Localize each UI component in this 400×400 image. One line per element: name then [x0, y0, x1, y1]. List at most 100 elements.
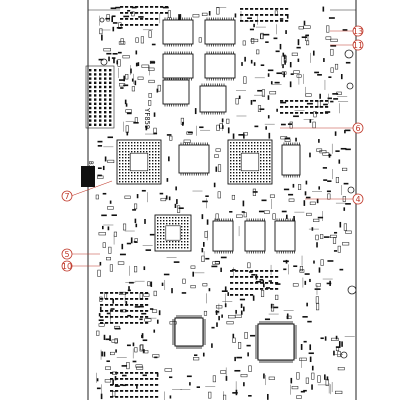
smd-part [270, 276, 274, 278]
smd-part [150, 384, 154, 386]
smd-part [266, 393, 269, 400]
smd-part [150, 6, 154, 8]
smd-part [235, 389, 238, 396]
smd-part [125, 396, 129, 398]
smd-part [130, 396, 134, 398]
smd-part [314, 288, 321, 290]
connector-pin [89, 90, 92, 93]
smd-part [168, 196, 171, 201]
smd-part [311, 384, 313, 390]
smd-part [234, 13, 237, 18]
connector-pin [109, 90, 112, 93]
smd-part [155, 6, 159, 8]
smd-part [315, 234, 319, 241]
smd-part [112, 52, 118, 55]
smd-part [148, 30, 152, 38]
smd-part [106, 14, 110, 22]
smd-part [130, 372, 134, 374]
smd-part [100, 292, 104, 294]
connector-pin [109, 98, 112, 101]
smd-part [296, 46, 301, 49]
smd-part [142, 350, 149, 354]
smd-part [115, 349, 117, 353]
smd-part [255, 276, 259, 278]
smd-part [320, 112, 324, 114]
smd-part [142, 374, 147, 377]
smd-part [235, 288, 239, 290]
smd-part [139, 318, 143, 321]
callout-6: 6 [280, 122, 364, 134]
callout-4: 4 [305, 193, 364, 205]
smd-part [330, 67, 334, 73]
smd-part [263, 33, 270, 36]
connector-pin [89, 111, 92, 114]
smd-part [240, 294, 244, 296]
smd-part [147, 281, 151, 287]
smd-part [260, 276, 264, 278]
smd-part [155, 372, 159, 374]
connector-pin [109, 77, 112, 80]
smd-part [157, 84, 161, 92]
smd-part [293, 265, 298, 268]
smd-part [300, 100, 304, 102]
smd-part [235, 282, 239, 284]
smd-part [280, 112, 284, 114]
smd-part [179, 14, 181, 19]
smd-part [110, 310, 114, 312]
smd-part [145, 322, 149, 324]
smd-part [97, 174, 102, 177]
smd-part [275, 8, 279, 10]
connector-pin [104, 102, 107, 105]
smd-part [235, 270, 239, 272]
smd-part [270, 270, 274, 272]
smd-part [153, 112, 156, 117]
smd-part [167, 10, 171, 18]
smd-part [127, 289, 131, 292]
connector-pin [94, 90, 97, 93]
smd-part [138, 305, 144, 308]
smd-part [97, 145, 103, 147]
smd-part [285, 100, 289, 102]
smd-part [115, 304, 119, 306]
smd-part [247, 262, 251, 269]
smd-part [284, 60, 286, 65]
smd-part [125, 322, 129, 324]
smd-part [324, 336, 327, 341]
smd-part [140, 12, 144, 14]
smd-part [263, 210, 270, 214]
smd-part [247, 17, 252, 20]
smd-part [120, 6, 124, 8]
smd-part [269, 91, 277, 95]
smd-part [125, 6, 129, 8]
smd-part [317, 100, 321, 108]
smd-part [126, 242, 131, 245]
smd-part [275, 14, 279, 16]
smd-part [334, 131, 337, 136]
smd-part [120, 316, 124, 318]
smd-part [241, 62, 243, 66]
smd-part [339, 221, 342, 228]
smd-part [305, 180, 308, 185]
smd-part [342, 167, 348, 171]
smd-part [263, 373, 265, 379]
smd-part [155, 396, 159, 398]
smd-part [192, 14, 200, 18]
smd-part [115, 378, 119, 380]
smd-part [151, 309, 158, 313]
smd-part [100, 322, 104, 324]
smd-part [104, 379, 112, 383]
smd-part [216, 322, 218, 327]
smd-part [199, 126, 204, 129]
smd-part [130, 12, 134, 14]
smd-part [103, 334, 106, 340]
smd-part [120, 384, 124, 386]
smd-part [251, 38, 255, 44]
smd-part [320, 259, 324, 266]
smd-part [203, 310, 208, 316]
smd-part [221, 314, 223, 318]
connector-pin [89, 98, 92, 101]
smd-part [250, 38, 259, 43]
smd-part [100, 310, 104, 312]
smd-part [119, 79, 125, 81]
connector-pin [109, 102, 112, 105]
